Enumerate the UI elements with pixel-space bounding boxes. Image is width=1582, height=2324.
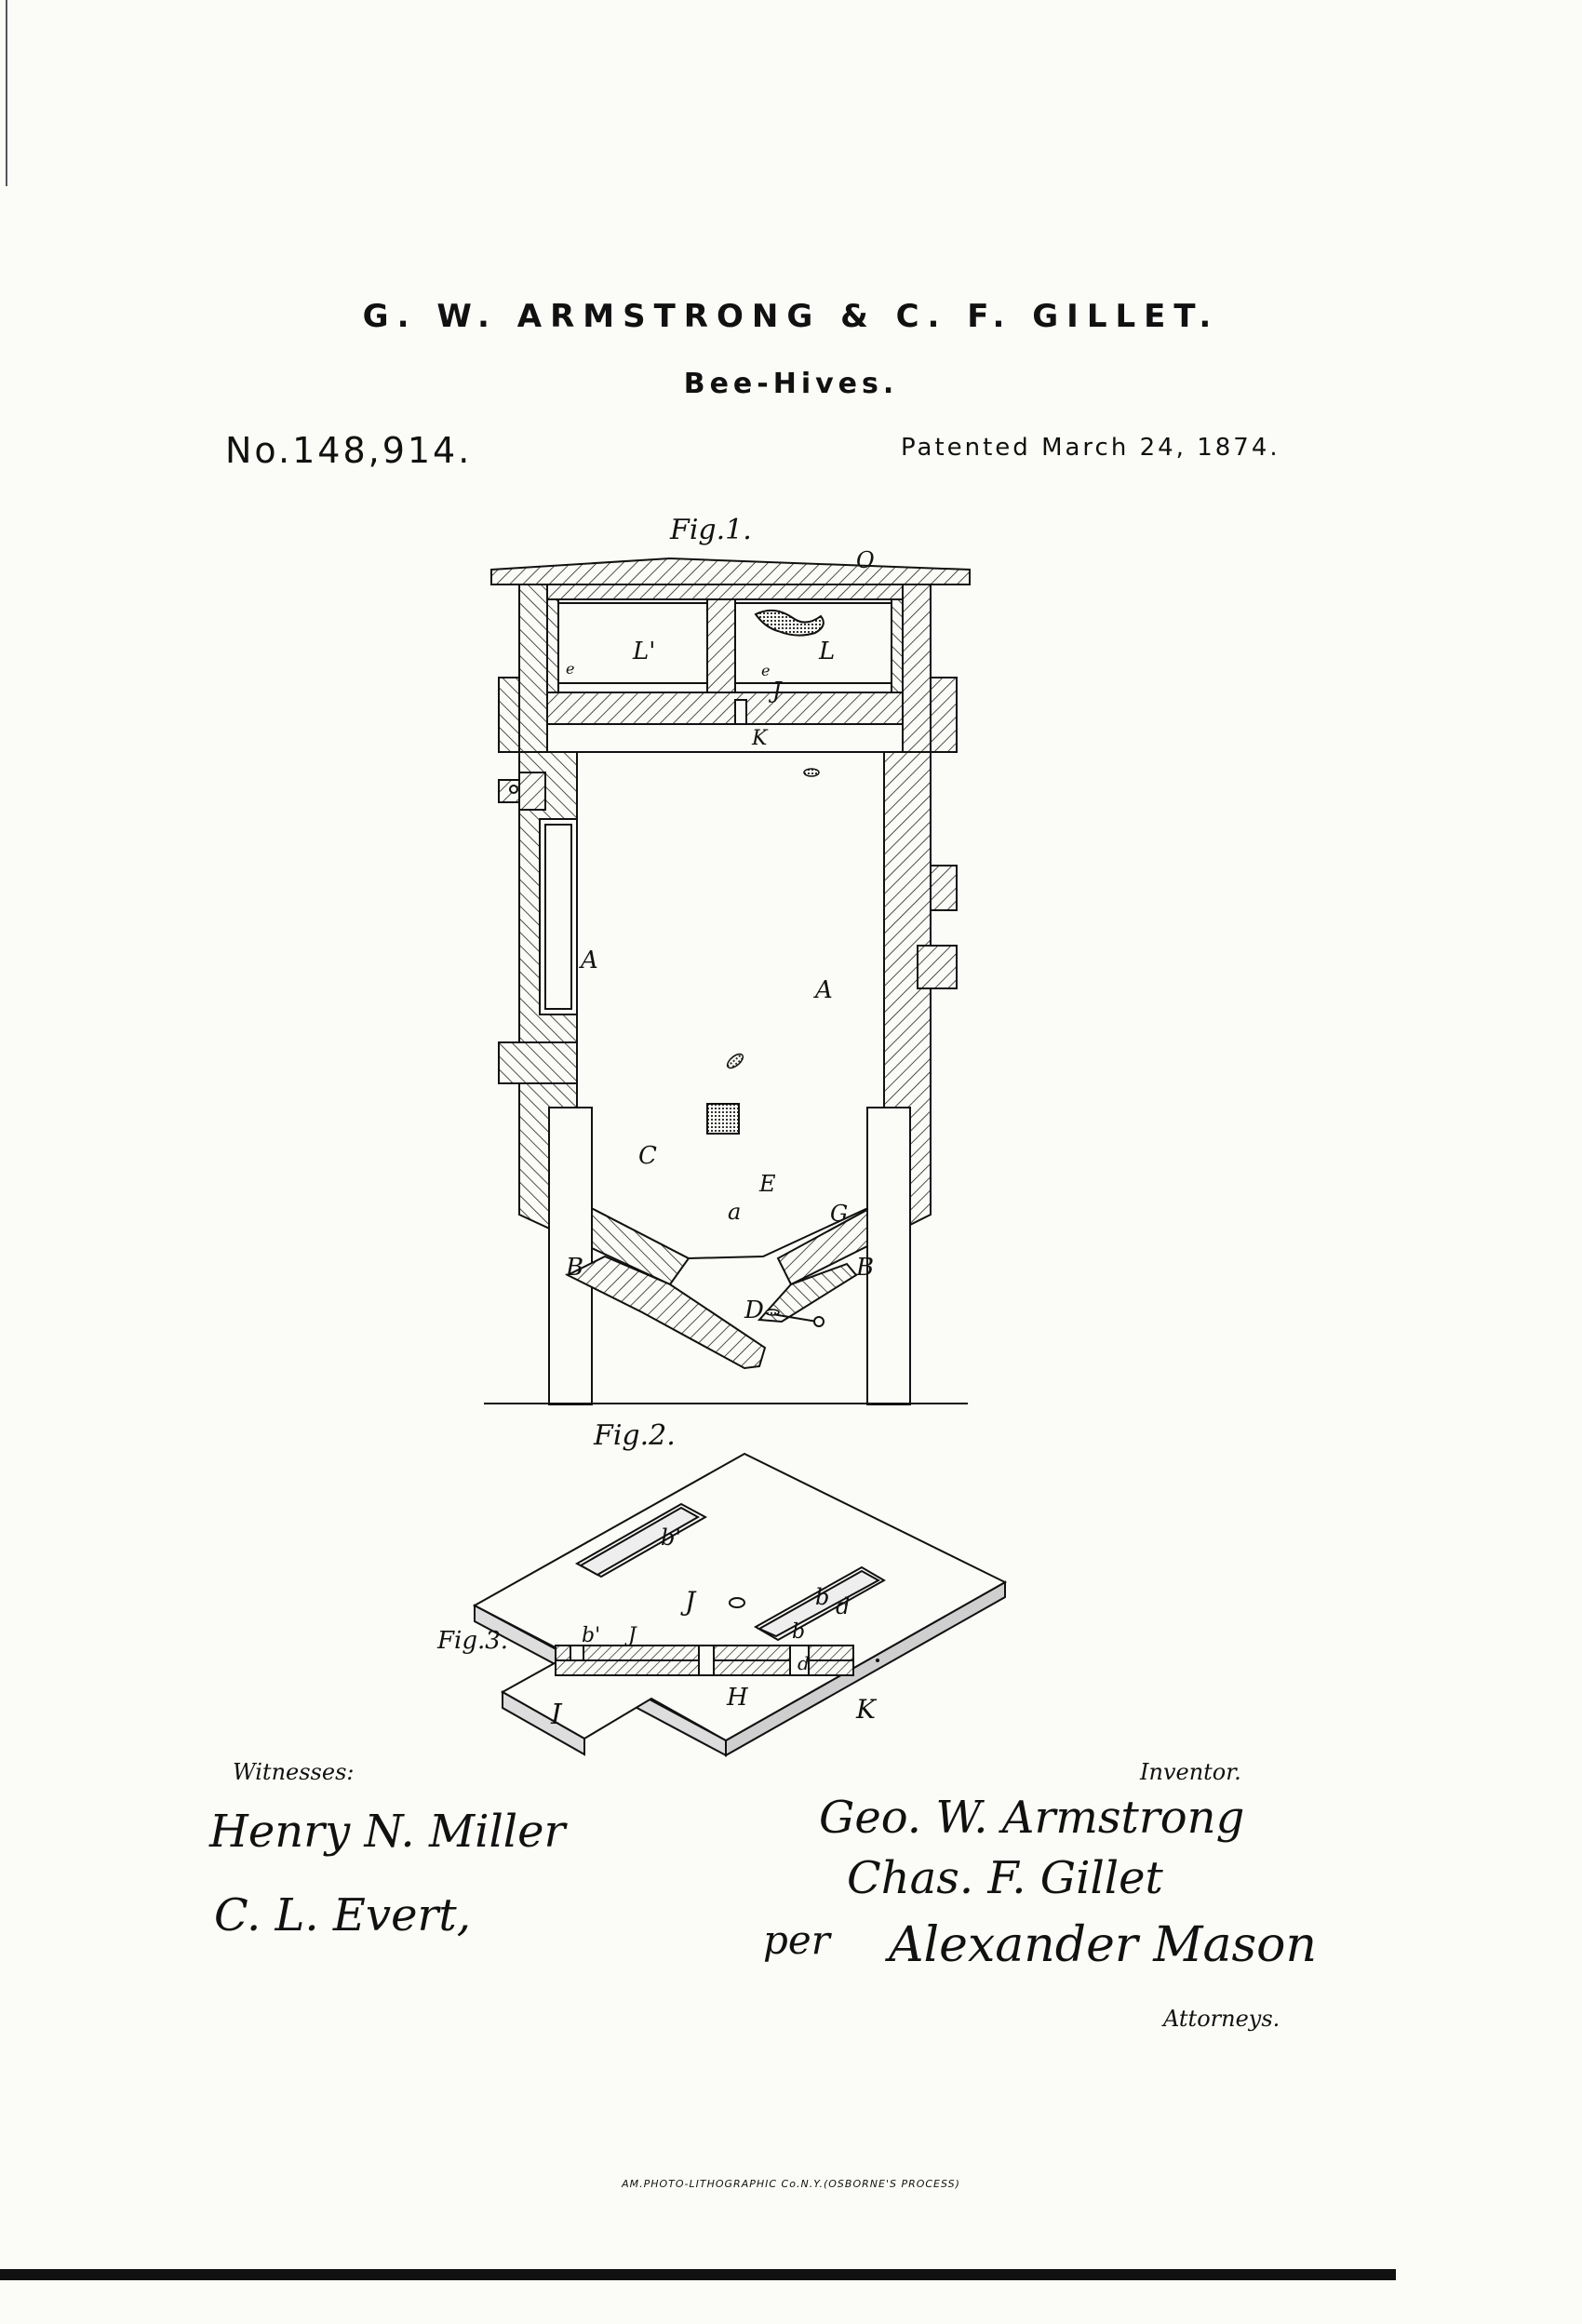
inclined-board-e	[757, 1262, 858, 1323]
fig1-label: Fig.1.	[670, 514, 752, 546]
fig1-letter-e-right: e	[761, 662, 770, 679]
witness-signature-1: Henry N. Miller	[209, 1806, 566, 1858]
upper-top-bar	[546, 584, 904, 600]
mesh-screen	[706, 1103, 740, 1135]
inventors-heading: G. W. ARMSTRONG & C. F. GILLET.	[362, 298, 1220, 335]
fig3-letter-b: b	[792, 1620, 805, 1644]
fig1-letter-a-left: A	[579, 947, 598, 974]
inventor-label: Inventor.	[1140, 1759, 1241, 1785]
patent-title: Bee-Hives.	[683, 368, 899, 400]
fig3-drawing: b' J b d H	[555, 1620, 879, 1712]
fig1-letter-l: L	[818, 638, 835, 665]
scan-edge-line	[6, 0, 7, 186]
center-hole	[729, 1597, 745, 1608]
fig1-letter-b-right: B	[855, 1254, 874, 1282]
trap-door-d	[565, 1255, 767, 1370]
fig2-letter-k: K	[855, 1694, 878, 1725]
lithographer-credit: AM.PHOTO-LITHOGRAPHIC Co.N.Y.(OSBORNE'S …	[622, 2178, 960, 2190]
witness-signature-2: C. L. Evert,	[214, 1889, 471, 1941]
fig2-letter-j: J	[680, 1586, 697, 1617]
fig2-label: Fig.2.	[594, 1419, 676, 1452]
floor-board-j	[546, 692, 904, 725]
fig2-letter-b-prime: b'	[661, 1525, 681, 1551]
fig1-letter-a-right: A	[813, 976, 833, 1004]
fig3-letter-d: d	[798, 1652, 810, 1674]
patent-number: No.148,914.	[225, 430, 473, 471]
fig1-letter-e-board: E	[758, 1171, 776, 1197]
attorney-signature: Alexander Mason	[889, 1917, 1317, 1973]
witnesses-label: Witnesses:	[233, 1759, 355, 1785]
fig1-letter-a-small: a	[728, 1199, 741, 1225]
inventor-signature-2: Chas. F. Gillet	[847, 1852, 1163, 1904]
honey-box-left	[557, 602, 708, 684]
leg-right	[866, 1107, 911, 1405]
upper-right-wall	[902, 584, 932, 753]
leg-left	[548, 1107, 593, 1405]
fig1-letter-d: D	[744, 1296, 764, 1324]
patent-date: Patented March 24, 1874.	[901, 434, 1280, 462]
hive-cavity	[576, 751, 885, 1260]
fig2-letter-i: I	[550, 1699, 563, 1731]
fig3-letter-h: H	[726, 1684, 749, 1712]
fig3-letter-b-prime: b'	[582, 1624, 600, 1647]
fig1-letter-c: C	[638, 1142, 657, 1170]
fig1-letter-g: G	[830, 1201, 848, 1227]
bee-figures	[726, 768, 820, 1316]
per-word: per	[763, 1917, 830, 1963]
fig2-letter-b: b	[815, 1584, 829, 1610]
fig1-letter-l-prime: L'	[632, 638, 655, 665]
attorneys-label: Attorneys.	[1163, 2006, 1280, 2032]
roof	[490, 557, 971, 585]
scan-bottom-bar	[0, 2269, 1396, 2280]
fig1-letter-e-left: e	[566, 660, 574, 678]
fig1-drawing: O L' L e e J K A A C E a G B B D	[484, 549, 971, 1405]
fig3-label: Fig.3.	[437, 1627, 509, 1655]
fig3-letter-j: J	[624, 1624, 637, 1647]
inventor-signature-1: Geo. W. Armstrong	[819, 1792, 1245, 1844]
fig1-letter-b-left: B	[565, 1254, 583, 1282]
upper-left-wall	[518, 584, 548, 753]
fig1-letter-o: O	[856, 549, 875, 573]
fig1-letter-k: K	[751, 727, 769, 750]
fig2-letter-d: d	[836, 1593, 850, 1619]
